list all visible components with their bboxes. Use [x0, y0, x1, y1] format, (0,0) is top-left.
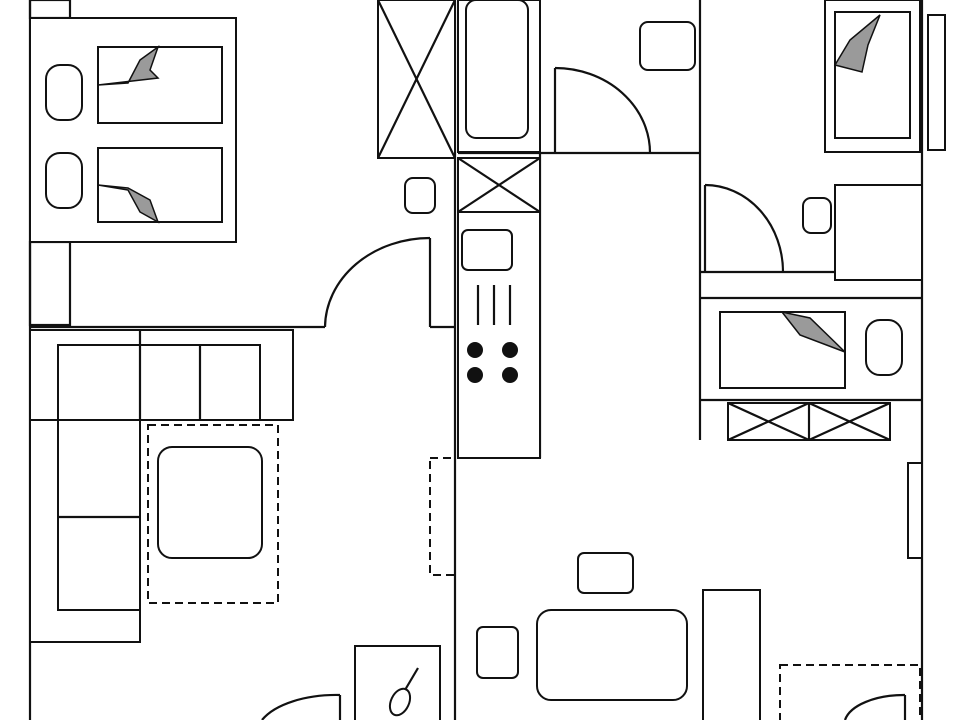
double-bed	[29, 17, 237, 243]
toilet	[639, 21, 696, 71]
single-bed	[824, 0, 921, 153]
blanket	[97, 147, 223, 223]
single-bed-2	[719, 310, 903, 389]
plant	[404, 177, 436, 214]
bathroom-door	[553, 66, 652, 154]
pillow	[45, 152, 83, 209]
radiator	[927, 14, 946, 151]
chair	[577, 552, 634, 594]
desk	[834, 184, 923, 281]
coffee-table	[157, 446, 263, 559]
kitchen-counter	[457, 157, 541, 459]
mat	[779, 664, 921, 720]
entrance-door	[843, 693, 907, 720]
wardrobe	[727, 401, 891, 442]
shower	[377, 0, 456, 159]
blanket-fold	[97, 184, 160, 224]
right-bedroom-door	[703, 183, 785, 273]
stove	[467, 342, 518, 383]
sofa	[29, 329, 294, 643]
cabinet	[702, 589, 761, 720]
sink	[461, 229, 513, 271]
dining-table	[536, 609, 688, 701]
window	[907, 462, 923, 559]
pillow	[45, 64, 83, 121]
living-door	[261, 693, 342, 720]
guitar	[354, 645, 441, 720]
blanket	[97, 46, 223, 124]
bedroom-door	[323, 236, 432, 328]
blanket-fold	[97, 44, 160, 86]
bathtub	[457, 0, 541, 153]
pillow	[865, 319, 903, 376]
sideboard	[429, 457, 456, 576]
chair	[802, 197, 832, 234]
rug	[147, 424, 279, 604]
chair	[476, 626, 519, 679]
